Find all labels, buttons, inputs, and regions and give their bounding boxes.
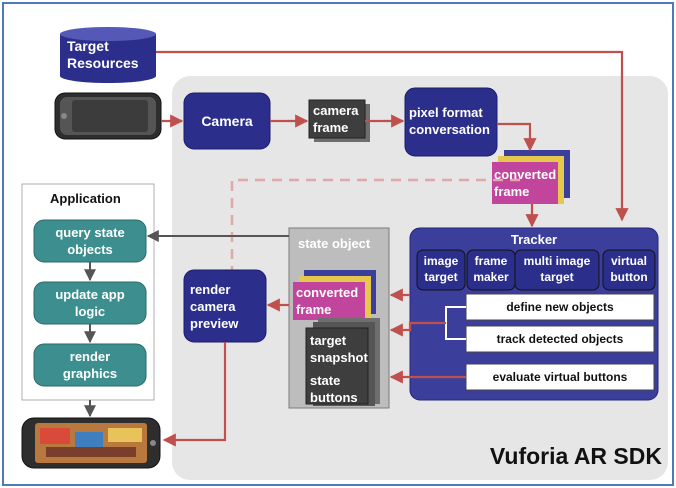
converted-frame-stack-state [293,270,376,320]
image-target-box [416,249,466,291]
update-app-label: update app logic [55,287,125,319]
query-state-label: query state objects [55,225,125,257]
tracker-title: Tracker [510,232,558,247]
app-arrows [84,230,289,418]
define-objects-box [465,293,655,321]
pixel-format-label: pixel format conversation [409,105,490,137]
multi-image-label: multi image target [523,254,591,284]
phone-screen-icon [21,417,161,469]
target-resources-label: Target Resources [67,38,139,71]
pixel-format-box [404,87,498,157]
camera-label: Camera [201,112,253,129]
virtual-button-label: virtual button [610,254,648,284]
snapshot-stack [305,318,380,406]
dashed-return-line [230,178,520,270]
application-title: Application [50,191,121,206]
target-snapshot-label: target snapshot [310,333,368,365]
image-target-label: image target [423,254,459,284]
camera-frame-label: camera frame [313,103,359,135]
track-objects-box [465,325,655,353]
evaluate-buttons-label: evaluate virtual buttons [492,369,628,384]
state-buttons-label: state buttons [310,373,358,405]
state-object-title: state object [298,236,371,251]
render-preview-label: render camera preview [190,282,239,331]
multi-image-box [514,249,600,291]
render-graphics-label: render graphics [62,349,118,381]
converted-frame-state-label: converted frame [296,285,359,317]
frame-maker-label: frame maker [473,254,509,284]
render-graphics-box [33,343,147,387]
flow-arrows [156,50,629,447]
database-icon [60,27,156,83]
converted-frame-stack-top [492,150,570,204]
converted-frame-top-label: converted frame [494,167,557,199]
virtual-button-box [602,249,656,291]
track-objects-label: track detected objects [496,331,624,346]
camera-frame-stack [308,99,370,142]
define-objects-label: define new objects [506,299,614,314]
evaluate-buttons-box [465,363,655,391]
phone-icon [54,92,162,140]
sdk-label: Vuforia AR SDK [489,443,662,469]
